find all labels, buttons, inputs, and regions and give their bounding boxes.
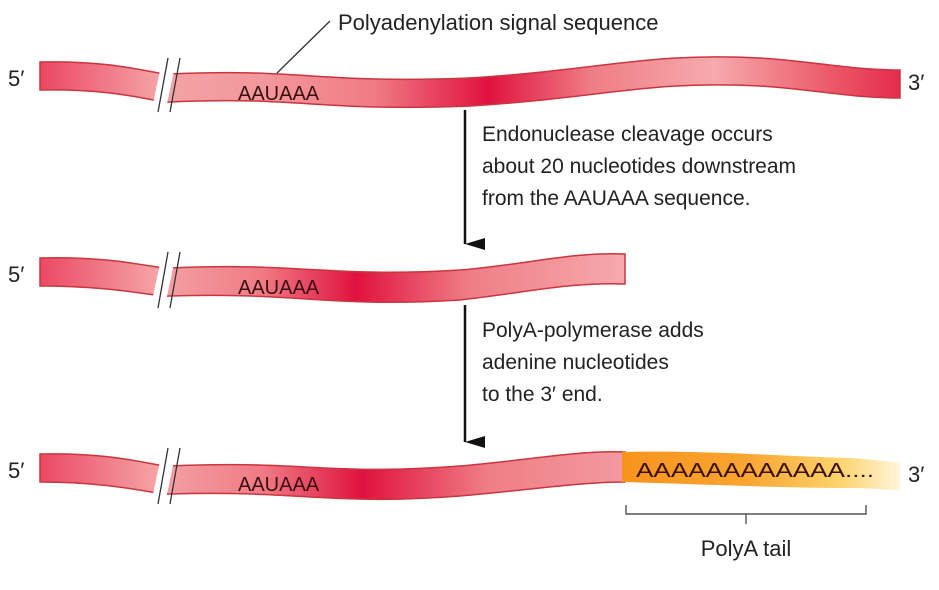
five-prime-label: 5′: [8, 458, 24, 483]
polya-tail-label: PolyA tail: [701, 536, 792, 561]
step-1-text: Endonuclease cleavage occurs about 20 nu…: [482, 123, 802, 210]
five-prime-label: 5′: [8, 262, 24, 287]
step-2-text: PolyA-polymerase adds adenine nucleotide…: [482, 319, 710, 406]
rna-strand-mature: [39, 450, 626, 501]
rna-strand: [39, 56, 901, 109]
rna-row-1: 5′ AAUAAA 3′ Polyadenylation signal sequ…: [8, 10, 924, 113]
callout-leader: [276, 20, 331, 74]
polya-tail: [622, 451, 900, 490]
break-mark: [152, 57, 181, 113]
five-prime-label: 5′: [8, 66, 24, 91]
break-mark: [151, 251, 181, 309]
three-prime-label: 3′: [908, 462, 924, 487]
signal-sequence: AAUAAA: [238, 83, 320, 105]
signal-sequence: AAUAAA: [238, 277, 320, 299]
three-prime-label: 3′: [908, 70, 924, 95]
rna-row-2: 5′ AAUAAA: [8, 251, 626, 309]
polya-tail-text: AAAAAAAAAAAA....: [636, 460, 874, 482]
polya-tail-bracket: [625, 505, 867, 524]
signal-sequence: AAUAAA: [238, 474, 320, 496]
break-mark: [151, 447, 181, 505]
callout-label: Polyadenylation signal sequence: [338, 10, 658, 35]
rna-row-3: 5′ AAUAAA AAAAAAAAAAAA.... 3′ PolyA tail: [8, 447, 924, 561]
rna-strand-cleaved: [39, 253, 626, 304]
